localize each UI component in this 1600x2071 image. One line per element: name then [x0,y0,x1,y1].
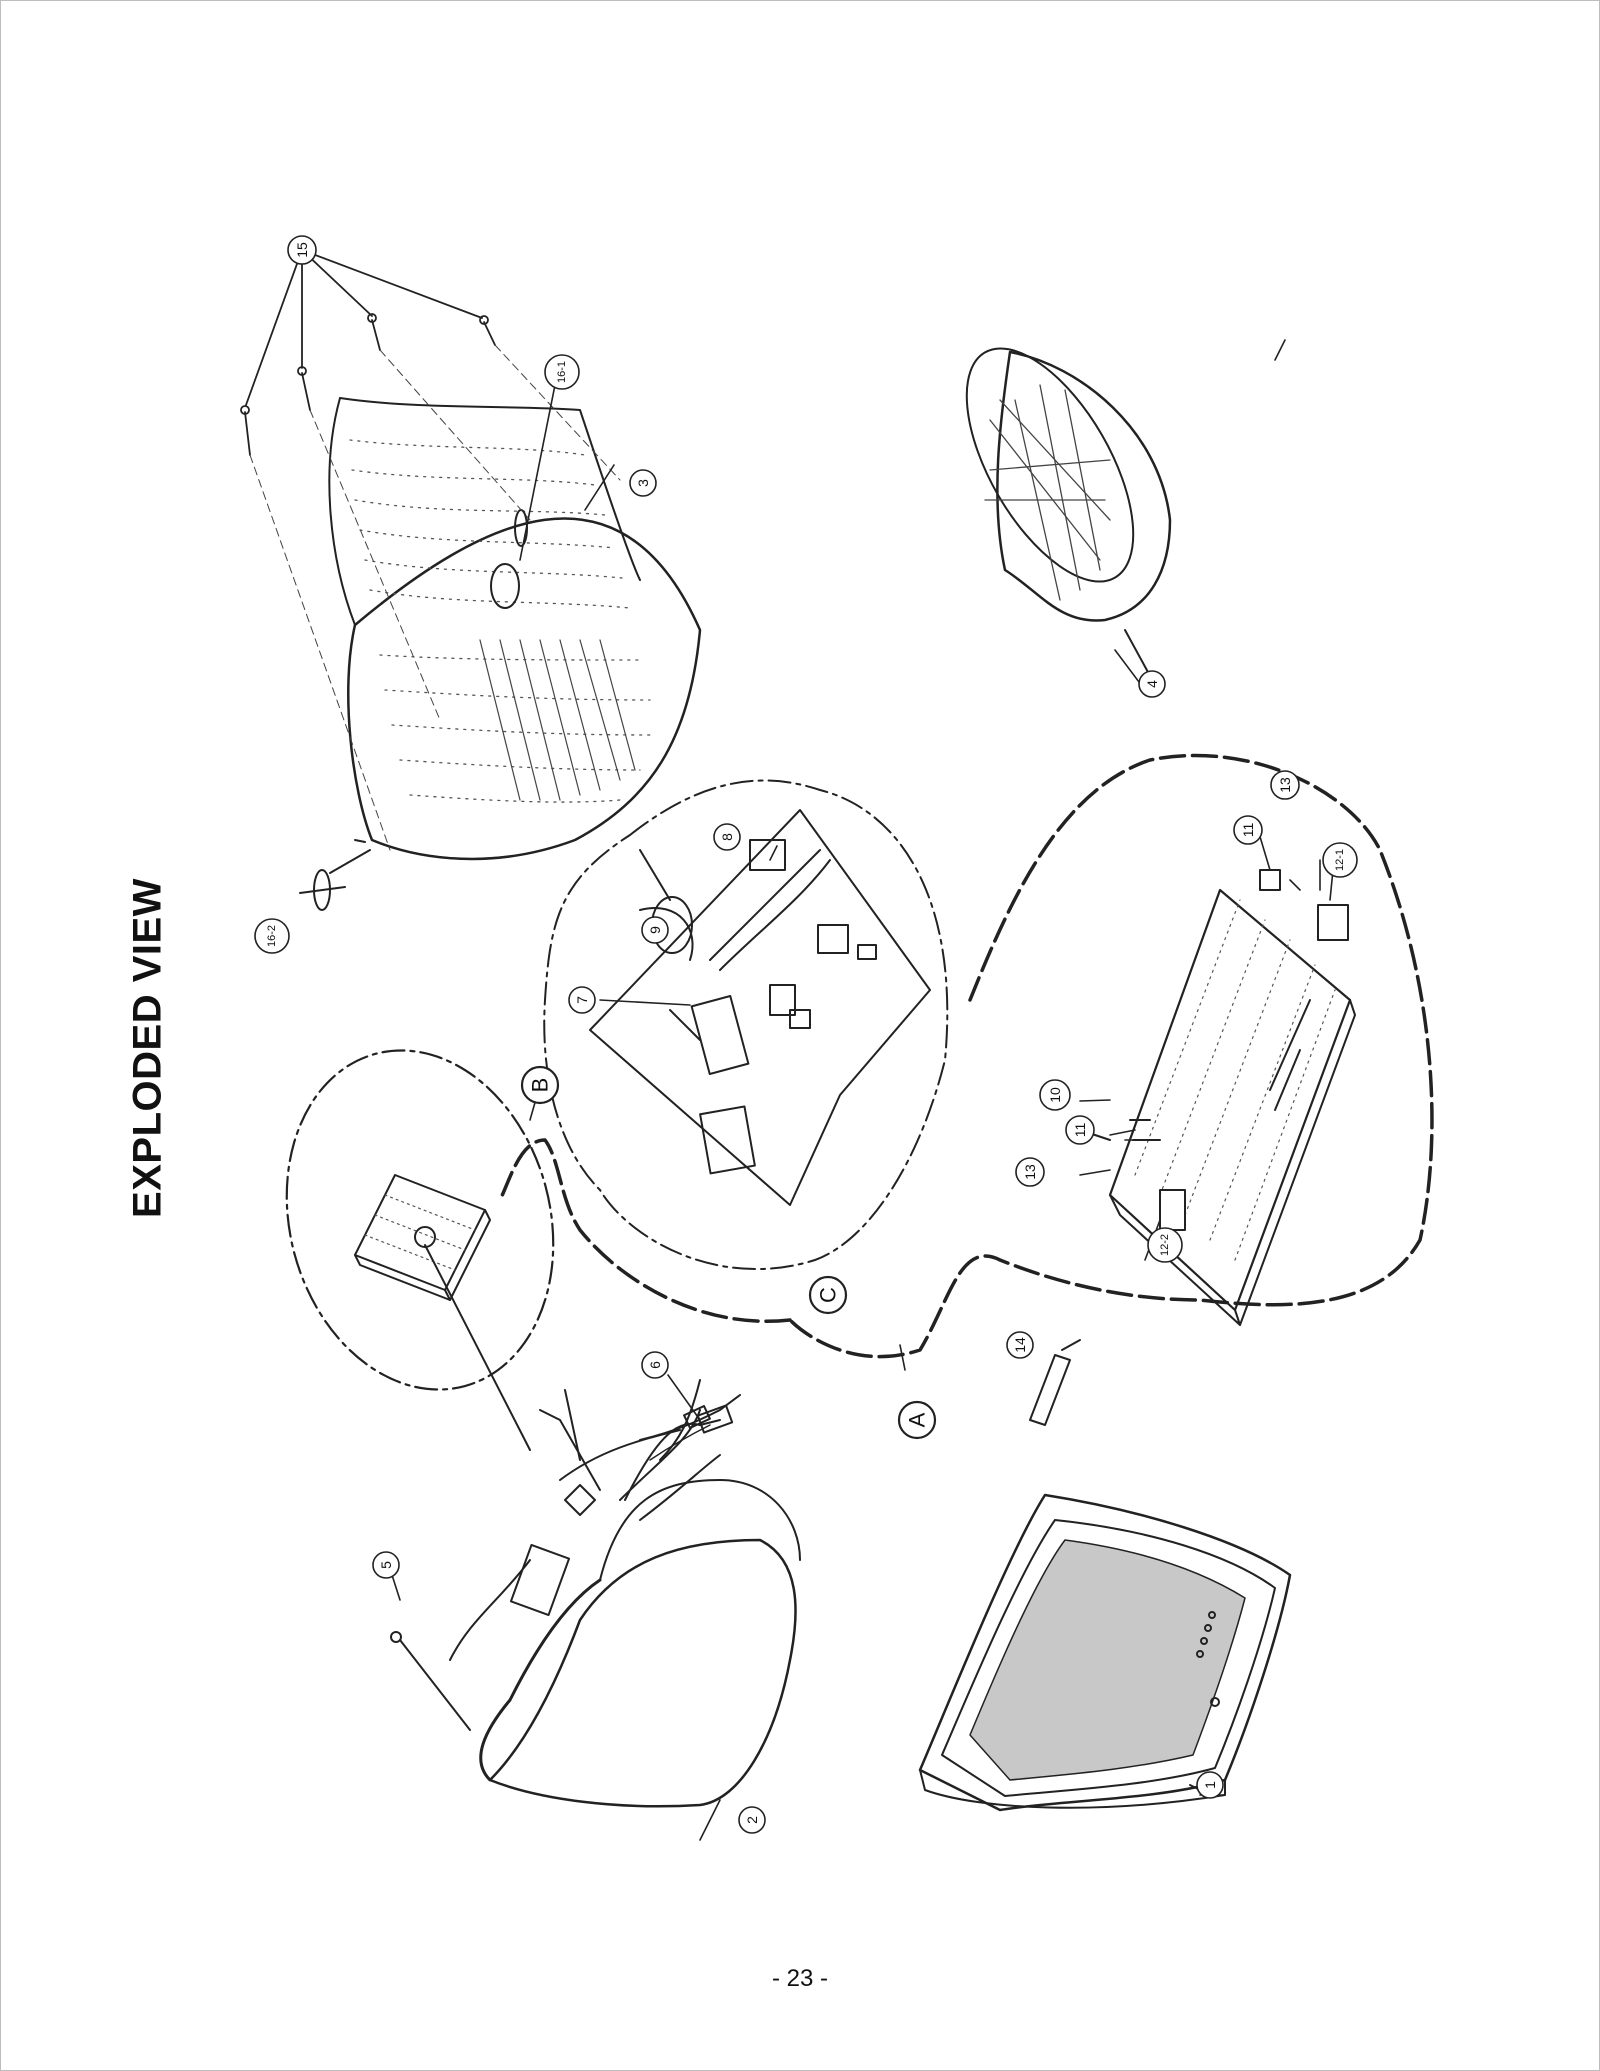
callout-9-label: 9 [647,926,663,934]
callout-14-label: 14 [1012,1337,1028,1353]
assembly-callout-a: A [897,1400,937,1440]
page-number: - 23 - [771,1965,828,1992]
logo-badge-16-2 [299,849,371,911]
control-board-14 [1029,1339,1081,1426]
callout-12-1: 12-1 [1322,842,1358,878]
page-title: EXPLODED VIEW [125,878,170,1218]
callout-10: 10 [1039,1079,1071,1111]
callout-16-2: 16-2 [254,918,290,954]
callout-7-label: 7 [574,996,590,1004]
callout-9: 9 [641,916,669,944]
callout-6-label: 6 [647,1361,663,1369]
crt-board-drawing [354,1174,531,1451]
callout-2-label: 2 [744,1816,760,1824]
callout-13-label: 13 [1277,777,1293,793]
assembly-a-outline [498,753,1434,1359]
callout-6: 6 [641,1351,669,1379]
callouts: 1 2 3 4 5 6 7 8 9 10 11 11 12-1 12-2 13 13 14 15 16-1 16-2A… [254,235,1358,1834]
callout-8: 8 [713,823,741,851]
assembly-callout-b: B [520,1065,560,1105]
callout-7: 7 [568,986,596,1014]
callout-13: 13 [1015,1157,1045,1187]
callout-14: 14 [1006,1331,1034,1359]
callout-11-label: 11 [1240,823,1256,838]
main-chassis-drawing [1079,869,1356,1326]
callout-13: 13 [1270,770,1300,800]
callout-16-2-label: 16-2 [266,925,278,947]
callout-5-label: 5 [378,1561,394,1569]
screws-15 [240,249,621,851]
callout-16-1: 16-1 [544,354,580,390]
assembly-callout-a-label: A [905,1412,930,1427]
assembly-c-outline [543,779,949,1270]
callout-12-1-label: 12-1 [1334,849,1346,871]
stand-base-drawing [965,347,1172,686]
callout-1: 1 [1196,1771,1224,1799]
callout-4: 4 [1138,670,1166,698]
assembly-callout-b-label: B [528,1078,553,1093]
callout-15-label: 15 [294,242,310,258]
callout-8-label: 8 [719,833,735,841]
cable-6 [639,1394,741,1441]
callout-11-label: 11 [1072,1123,1088,1138]
callout-3: 3 [629,469,657,497]
cable-clamp-9 [639,849,694,961]
assembly-callout-c-label: C [816,1287,841,1303]
callout-15: 15 [287,235,317,265]
callout-10-label: 10 [1047,1087,1063,1103]
callout-11: 11 [1233,815,1263,845]
callout-2: 2 [738,1806,766,1834]
main-board-drawing [589,809,931,1206]
assembly-b-outline [285,1049,555,1391]
assembly-callout-c: C [808,1275,848,1315]
callout-16-1-label: 16-1 [556,361,568,383]
callout-12-2-label: 12-2 [1159,1234,1171,1256]
callout-4-label: 4 [1144,680,1160,688]
crt-tube-drawing [390,1379,801,1808]
front-cabinet-drawing [918,1493,1292,1812]
back-cover-drawing [328,397,702,861]
leader-lines [391,339,1336,1841]
callout-5: 5 [372,1551,400,1579]
callout-12-2: 12-2 [1147,1227,1183,1263]
callout-3-label: 3 [635,479,651,487]
callout-11: 11 [1065,1115,1095,1145]
callout-1-label: 1 [1202,1781,1218,1789]
callout-13-label: 13 [1022,1164,1038,1180]
